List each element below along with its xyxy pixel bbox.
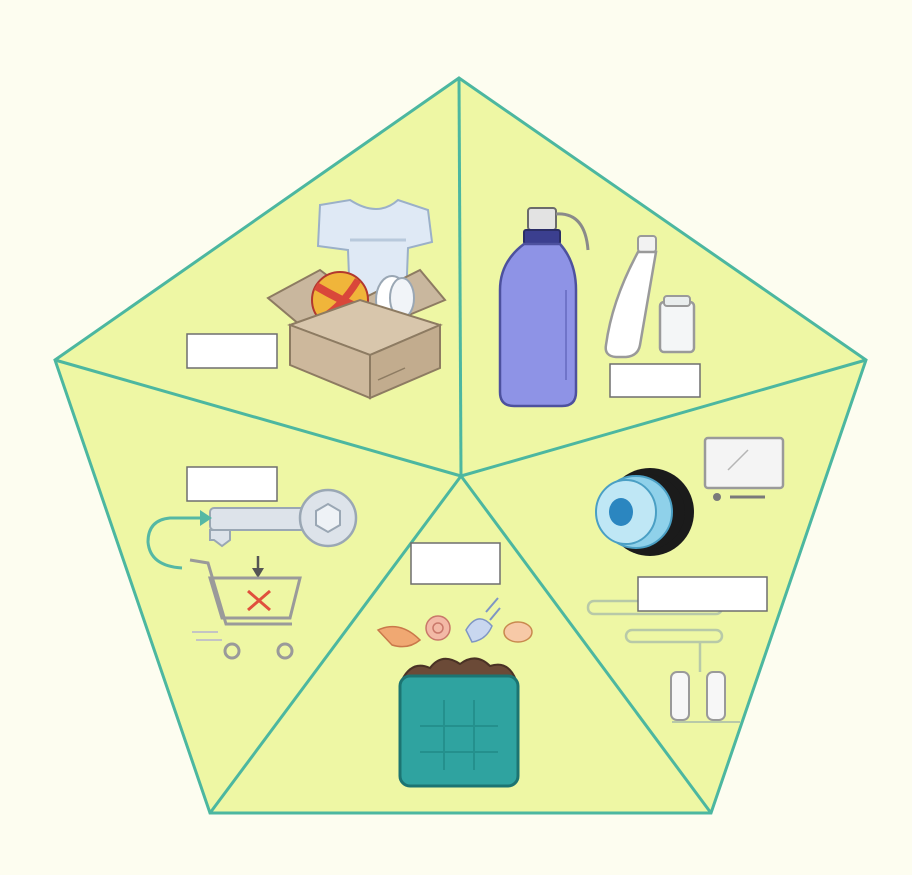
label-box-reuse[interactable] <box>187 334 277 368</box>
label-box-recycle[interactable] <box>638 577 767 611</box>
label-box-rot[interactable] <box>411 543 500 584</box>
label-box-reduce[interactable] <box>610 364 700 397</box>
label-box-refuse[interactable] <box>187 467 277 501</box>
